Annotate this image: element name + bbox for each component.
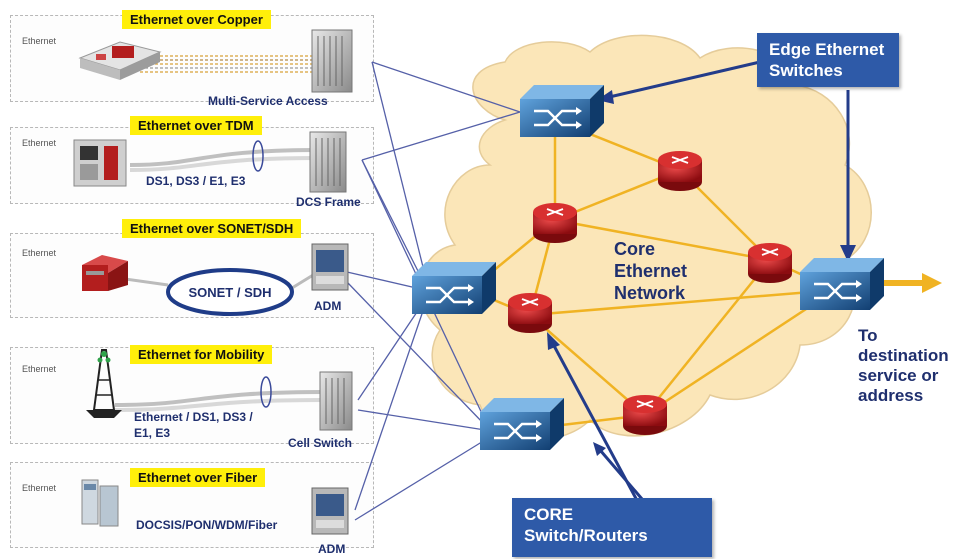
- callout-arrows: [547, 60, 856, 507]
- banner-ethernet-over-copper: Ethernet over Copper: [122, 10, 271, 29]
- destination-line: destination: [858, 346, 949, 365]
- router-icon: [623, 395, 667, 435]
- destination-line: address: [858, 386, 924, 405]
- tdm-cables: [129, 140, 321, 172]
- adm-icon: [311, 487, 349, 535]
- callout-line: Switch/Routers: [524, 526, 648, 545]
- destination-line: service or: [858, 366, 939, 385]
- router-icon: [658, 151, 702, 191]
- cloud-label-line: Core: [614, 239, 656, 259]
- router-icon: [533, 203, 577, 243]
- callout-line: Edge Ethernet: [769, 40, 885, 59]
- destination-label: To destination service or address: [858, 326, 949, 406]
- link-label-mobility: Ethernet / DS1, DS3 /: [134, 410, 253, 424]
- row-ethernet-label: Ethernet: [22, 138, 57, 148]
- adm-icon: [311, 243, 349, 291]
- sonet-cpe-icon: [82, 255, 128, 291]
- fiber-cpe-icon: [81, 479, 119, 527]
- callout-core-switch-routers: CORE Switch/Routers: [512, 498, 712, 557]
- mobility-cables: [114, 376, 326, 412]
- link-label-fiber: DOCSIS/PON/WDM/Fiber: [136, 518, 278, 532]
- switch-icon: [520, 85, 604, 137]
- cpe-device-icon: [78, 41, 162, 80]
- link-label-mobility-2: E1, E3: [134, 426, 171, 440]
- destination-line: To: [858, 326, 878, 345]
- switch-icon: [480, 398, 564, 450]
- cell-switch-icon: [319, 371, 353, 431]
- dcs-frame-icon: [309, 131, 347, 193]
- switch-icon: [412, 262, 496, 314]
- device-label-adm: ADM: [314, 299, 342, 313]
- callout-edge-ethernet-switches: Edge Ethernet Switches: [757, 33, 899, 87]
- sonet-ring: [166, 268, 294, 316]
- cloud-label-line: Ethernet: [614, 261, 688, 281]
- multi-service-access-icon: [311, 29, 353, 93]
- cloud-label: Core Ethernet Network: [614, 238, 687, 304]
- callout-line: Switches: [769, 61, 843, 80]
- device-label-multi-service-access: Multi-Service Access: [208, 94, 328, 108]
- banner-ethernet-over-tdm: Ethernet over TDM: [130, 116, 262, 135]
- device-label-cell-switch: Cell Switch: [288, 436, 353, 450]
- callout-line: CORE: [524, 505, 574, 524]
- router-icon: [748, 243, 792, 283]
- row-ethernet-label: Ethernet: [22, 364, 57, 374]
- copper-cables: [140, 55, 315, 73]
- row-ethernet-label: Ethernet: [22, 36, 57, 46]
- device-label-dcs-frame: DCS Frame: [296, 195, 361, 209]
- row-ethernet-label: Ethernet: [22, 483, 57, 493]
- banner-ethernet-over-fiber: Ethernet over Fiber: [130, 468, 266, 487]
- banner-ethernet-over-sonet: Ethernet over SONET/SDH: [122, 219, 302, 238]
- row-ethernet-label: Ethernet: [22, 248, 57, 258]
- tdm-cpe-icon: [73, 139, 127, 187]
- banner-ethernet-for-mobility: Ethernet for Mobility: [130, 345, 273, 364]
- cloud-label-line: Network: [614, 283, 686, 303]
- switch-icon: [800, 258, 884, 310]
- sonet-ring-label: SONET / SDH: [188, 285, 271, 300]
- device-label-adm: ADM: [318, 542, 346, 556]
- destination-arrow: [880, 273, 942, 293]
- link-label-tdm: DS1, DS3 / E1, E3: [146, 174, 246, 188]
- cell-tower-icon: [86, 349, 122, 418]
- router-icon: [508, 293, 552, 333]
